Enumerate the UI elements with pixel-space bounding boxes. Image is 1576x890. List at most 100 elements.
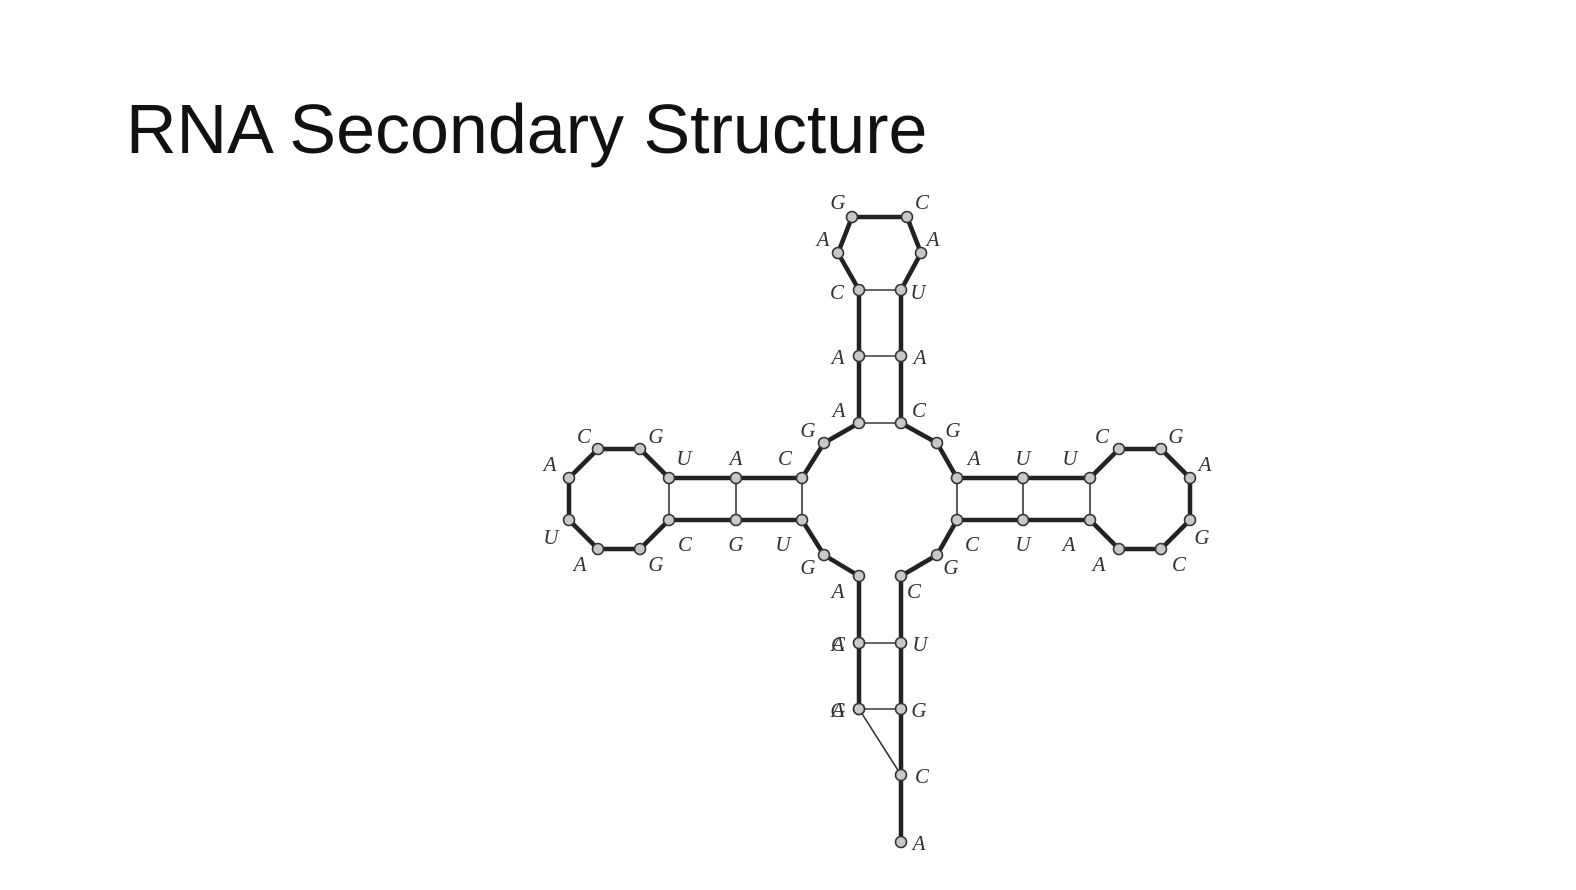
- nucleotide-node: [729, 471, 743, 485]
- nucleotide-node: [950, 513, 964, 527]
- nucleotide-node: [894, 835, 908, 849]
- base-label: C: [915, 190, 930, 214]
- nucleotide-node: [852, 636, 866, 650]
- base-label: C: [912, 398, 927, 422]
- base-label: A: [1197, 452, 1212, 476]
- nucleotide-node: [591, 542, 605, 556]
- base-label: G: [648, 552, 663, 576]
- nucleotide-node: [1183, 513, 1197, 527]
- nucleotide-node: [930, 436, 944, 450]
- base-pair-bond: [858, 708, 902, 776]
- base-label: G: [800, 418, 815, 442]
- base-label: G: [830, 698, 845, 722]
- base-label: C: [778, 446, 793, 470]
- nucleotide-node: [817, 548, 831, 562]
- nucleotide-node: [894, 349, 908, 363]
- nucleotide-node: [1083, 513, 1097, 527]
- base-label: A: [1061, 532, 1076, 556]
- base-label: U: [1015, 532, 1032, 556]
- nucleotide-node: [1154, 442, 1168, 456]
- base-label: U: [1015, 446, 1032, 470]
- nucleotide-node: [633, 542, 647, 556]
- base-label: C: [678, 532, 693, 556]
- base-label: G: [1194, 525, 1209, 549]
- base-label: A: [830, 698, 845, 722]
- backbone-strand: [566, 214, 1193, 845]
- base-pair-bonds: [668, 289, 1091, 776]
- base-label: C: [831, 632, 846, 656]
- base-label: G: [830, 190, 845, 214]
- nucleotide-node: [930, 548, 944, 562]
- nucleotide-node: [562, 471, 576, 485]
- base-label: C: [907, 579, 922, 603]
- nucleotide-node: [950, 471, 964, 485]
- nucleotide-node: [1016, 471, 1030, 485]
- base-label: A: [572, 552, 587, 576]
- nucleotide-node: [894, 702, 908, 716]
- base-label: A: [966, 446, 981, 470]
- nucleotide-node: [1112, 542, 1126, 556]
- nucleotide-node: [562, 513, 576, 527]
- base-label: A: [830, 579, 845, 603]
- nucleotide-node: [852, 349, 866, 363]
- nucleotide-node: [900, 210, 914, 224]
- base-label: C: [830, 280, 845, 304]
- backbone: [566, 214, 1193, 845]
- nucleotide-node: [729, 513, 743, 527]
- base-label: U: [912, 632, 929, 656]
- base-label: G: [945, 418, 960, 442]
- nucleotide-node: [662, 471, 676, 485]
- slide-title: RNA Secondary Structure: [126, 90, 928, 168]
- nucleotide-node: [1183, 471, 1197, 485]
- base-label: A: [831, 398, 846, 422]
- nucleotide-node: [845, 210, 859, 224]
- base-label: C: [1095, 424, 1110, 448]
- nucleotide-node: [1083, 471, 1097, 485]
- nucleotide-node: [852, 283, 866, 297]
- nucleotide-node: [795, 471, 809, 485]
- nucleotide-node: [831, 246, 845, 260]
- nucleotide-node: [894, 416, 908, 430]
- base-label: A: [925, 227, 940, 251]
- base-label: G: [943, 555, 958, 579]
- nucleotide-node: [1016, 513, 1030, 527]
- nucleotide-nodes: [562, 210, 1197, 849]
- base-label: A: [542, 452, 557, 476]
- nucleotide-node: [1112, 442, 1126, 456]
- nucleotide-node: [894, 768, 908, 782]
- nucleotide-node: [852, 416, 866, 430]
- base-label: U: [910, 280, 927, 304]
- nucleotide-node: [894, 636, 908, 650]
- base-label: U: [676, 446, 693, 470]
- nucleotide-node: [914, 246, 928, 260]
- base-label: A: [815, 227, 830, 251]
- base-label: C: [915, 764, 930, 788]
- base-label: A: [830, 345, 845, 369]
- base-label: U: [1062, 446, 1079, 470]
- nucleotide-node: [662, 513, 676, 527]
- base-label: A: [912, 345, 927, 369]
- base-label: G: [648, 424, 663, 448]
- base-label: A: [1091, 552, 1106, 576]
- nucleotide-node: [633, 442, 647, 456]
- nucleotide-node: [1154, 542, 1168, 556]
- base-label: G: [800, 555, 815, 579]
- base-label: A: [911, 831, 926, 855]
- nucleotide-node: [852, 702, 866, 716]
- base-label: A: [728, 446, 743, 470]
- nucleotide-node: [795, 513, 809, 527]
- base-label: A: [830, 632, 845, 656]
- nucleotide-node: [817, 436, 831, 450]
- base-label: U: [543, 525, 560, 549]
- base-label: G: [911, 698, 926, 722]
- base-label: C: [965, 532, 980, 556]
- base-label: U: [775, 532, 792, 556]
- base-label: C: [1172, 552, 1187, 576]
- base-label: C: [577, 424, 592, 448]
- nucleotide-node: [894, 283, 908, 297]
- nucleotide-node: [852, 569, 866, 583]
- nucleotide-node: [894, 569, 908, 583]
- nucleotide-node: [591, 442, 605, 456]
